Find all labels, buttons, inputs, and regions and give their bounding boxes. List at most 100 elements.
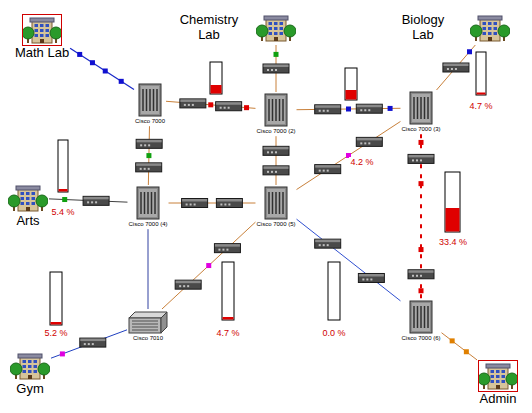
building-body: [32, 21, 52, 43]
device-case: [358, 273, 384, 282]
device-led: [416, 275, 418, 277]
device-top: [315, 240, 340, 243]
router-slot: [279, 192, 281, 214]
device-led: [323, 170, 325, 172]
router-panel: [141, 86, 159, 114]
device-led: [370, 278, 372, 280]
building-window: [502, 375, 506, 378]
building-window: [34, 360, 38, 363]
router-slot: [132, 327, 158, 328]
router-slot: [132, 321, 158, 322]
router-slot: [132, 324, 158, 325]
device-led: [368, 142, 370, 144]
device-led: [275, 171, 277, 173]
building-window: [23, 370, 27, 373]
router-slot: [154, 192, 156, 214]
building-window: [491, 370, 495, 373]
router-slot: [151, 192, 153, 214]
traffic-marker: [119, 79, 124, 84]
tree-crown: [478, 373, 490, 385]
router-label: Cisco 7000: [135, 118, 165, 125]
router-node: Cisco 7000 (2): [256, 93, 295, 135]
tree-crown: [498, 25, 510, 37]
network-link: [297, 121, 401, 189]
device-top: [217, 199, 242, 202]
gauge-fill: [223, 317, 234, 320]
router-icon: [409, 300, 433, 334]
router-slot: [417, 97, 419, 119]
device-led: [187, 285, 189, 287]
link-device: [408, 270, 434, 279]
link-device: [136, 163, 162, 172]
gauge-bar: [476, 52, 486, 95]
device-top: [315, 105, 340, 108]
tree-crown: [10, 363, 22, 375]
router-slot: [153, 89, 155, 111]
traffic-marker: [450, 338, 455, 343]
device-led: [144, 144, 146, 146]
router-node: Cisco 7000: [135, 83, 165, 125]
router-slot: [268, 99, 270, 121]
router-slot: [144, 192, 146, 214]
building-window: [26, 202, 30, 205]
gauge-bar: [328, 262, 340, 320]
link-device: [315, 239, 341, 248]
device-top: [136, 163, 161, 166]
device-led: [327, 110, 329, 112]
building-window: [491, 375, 495, 378]
building-window: [40, 24, 44, 27]
router-panel: [267, 189, 285, 217]
building-label: Admin: [480, 392, 517, 407]
building-window: [280, 27, 284, 30]
router-label: Cisco 7000 (5): [256, 221, 295, 228]
device-led: [192, 104, 194, 106]
utilization-percent: 5.2 %: [43, 328, 68, 339]
device-led: [267, 69, 269, 71]
device-top: [215, 244, 240, 247]
device-case: [315, 165, 341, 174]
gauge-frame: [445, 172, 460, 232]
device-led: [275, 151, 277, 153]
tree-crown: [506, 373, 518, 385]
router-slot: [420, 306, 422, 328]
device-led: [420, 275, 422, 277]
device-top: [315, 165, 340, 168]
gauge-fill: [346, 90, 357, 100]
utilization-percent: 5.4 %: [50, 207, 75, 218]
device-led: [447, 68, 449, 70]
building-icon: [22, 14, 62, 46]
building-window: [21, 202, 25, 205]
device-led: [267, 151, 269, 153]
building-window: [496, 380, 500, 383]
device-led: [451, 68, 453, 70]
device-led: [184, 104, 186, 106]
building-window: [274, 27, 278, 30]
tree-crown: [50, 27, 62, 39]
building-body: [20, 357, 40, 379]
device-top: [264, 147, 289, 150]
device-led: [224, 204, 226, 206]
device-case: [315, 239, 341, 248]
device-led: [228, 107, 230, 109]
router-icon: [128, 310, 168, 334]
utilization-percent: 4.2 %: [349, 157, 374, 168]
device-led: [455, 68, 457, 70]
building-node: Chemistry Lab: [176, 12, 296, 44]
router-slot: [282, 192, 284, 214]
device-led: [416, 159, 418, 161]
router-slot: [272, 99, 274, 121]
device-led: [222, 249, 224, 251]
building-door: [274, 37, 278, 41]
building-window: [28, 370, 32, 373]
building-body: [488, 367, 508, 389]
router-slot: [132, 330, 158, 331]
building-window: [34, 370, 38, 373]
tree-crown: [36, 195, 48, 207]
gauge-frame: [58, 140, 68, 192]
link-device: [214, 244, 240, 253]
building-window: [46, 34, 50, 37]
router-label: Cisco 7000 (2): [256, 128, 295, 135]
building-window: [35, 24, 39, 27]
network-link: [437, 45, 476, 90]
